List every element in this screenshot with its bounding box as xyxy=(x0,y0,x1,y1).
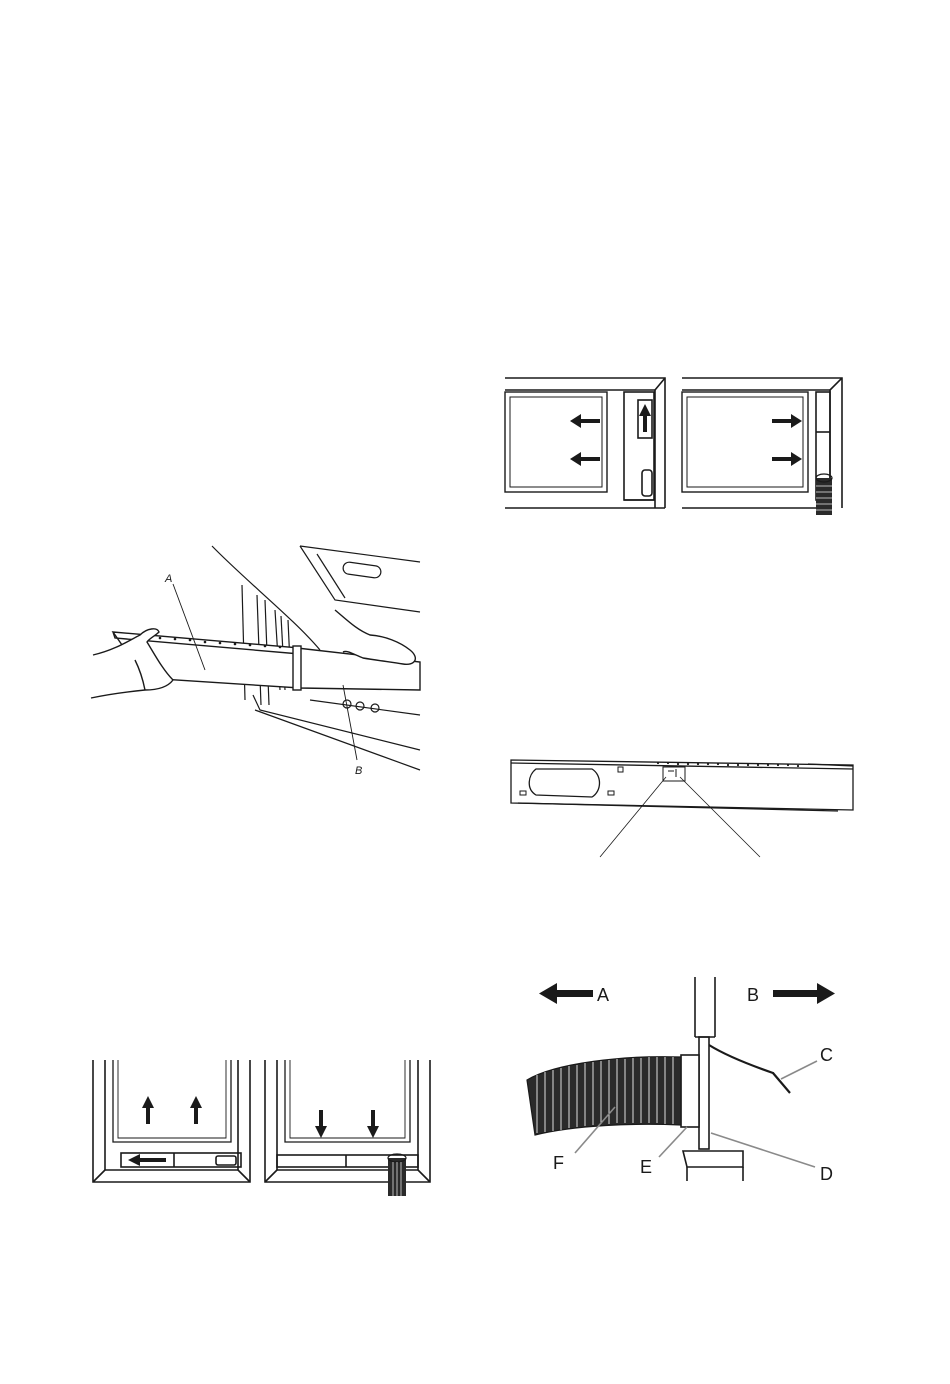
arrow-left-2 xyxy=(570,452,600,466)
slider-bar-drawing xyxy=(508,755,858,860)
label-a: A xyxy=(164,573,172,585)
slider-bar-outline xyxy=(511,760,853,811)
slider-clips xyxy=(520,767,685,795)
arrow-up-1 xyxy=(142,1096,154,1124)
slider-install-drawing: A B xyxy=(85,540,430,785)
label-arrow-b: B xyxy=(747,985,759,1005)
arrow-a-left xyxy=(539,983,593,1004)
exhaust-hose-f xyxy=(527,1057,681,1135)
label-arrow-a: A xyxy=(597,985,609,1005)
arrow-left-slider xyxy=(128,1154,166,1166)
arrow-up-2 xyxy=(190,1096,202,1124)
figure-horizontal-window xyxy=(500,370,850,515)
hose-opening xyxy=(529,769,599,797)
slider-flap-c xyxy=(709,1045,790,1093)
hose-adapter-e xyxy=(681,1055,699,1127)
figure-vertical-window xyxy=(88,1058,433,1196)
label-e: E xyxy=(640,1157,652,1177)
arrow-down-1 xyxy=(315,1110,327,1138)
arrow-right-2 xyxy=(772,452,802,466)
vertical-window-drawing xyxy=(88,1058,433,1196)
leader-screw-right xyxy=(680,777,760,857)
arrow-up-slider xyxy=(639,404,651,432)
figure-slider-bar xyxy=(508,755,858,860)
label-d: D xyxy=(820,1164,833,1184)
exhaust-hose-vertical xyxy=(388,1154,406,1196)
leader-b xyxy=(343,685,357,760)
figure-slider-install: A B xyxy=(85,540,430,785)
label-c: C xyxy=(820,1045,833,1065)
label-f: F xyxy=(553,1153,564,1173)
horizontal-window-drawing xyxy=(500,370,850,515)
arrow-b-right xyxy=(773,983,835,1004)
horizontal-window-left-panel xyxy=(505,378,665,508)
figure-hose-assembly: A B xyxy=(515,975,845,1185)
exhaust-hose-horizontal xyxy=(816,474,832,515)
arrow-down-2 xyxy=(367,1110,379,1138)
label-b: B xyxy=(355,765,362,777)
arrow-left-1 xyxy=(570,414,600,428)
leader-screw-left xyxy=(600,777,666,857)
vertical-window-left-panel xyxy=(93,1060,250,1182)
hose-assembly-drawing: A B xyxy=(515,975,845,1185)
arrow-right-1 xyxy=(772,414,802,428)
